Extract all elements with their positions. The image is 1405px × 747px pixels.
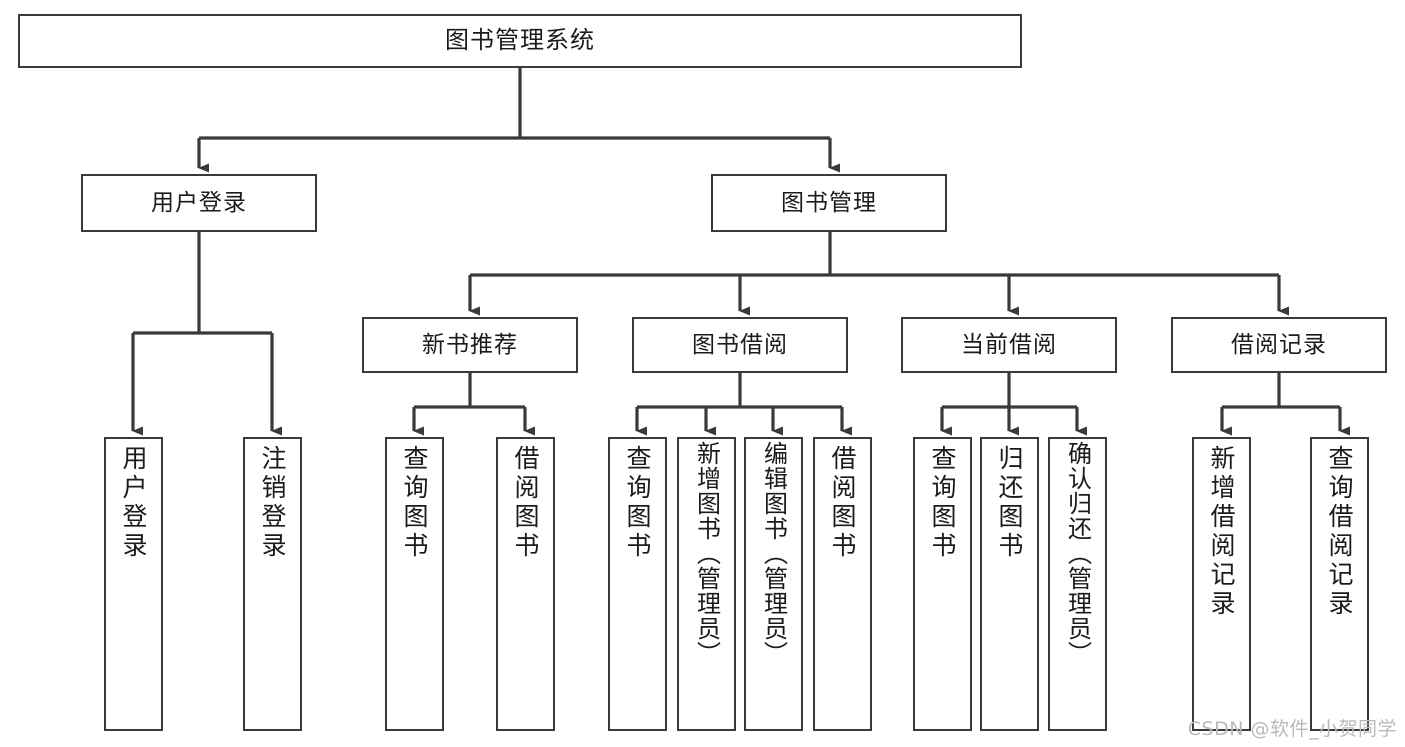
node-book-borrowing[interactable]: 图书借阅: [632, 317, 848, 373]
leaf-current-borrow-query-books[interactable]: 查询图书: [913, 437, 972, 731]
leaf-book-borrow-borrow-books[interactable]: 借阅图书: [813, 437, 872, 731]
node-root-book-management-system[interactable]: 图书管理系统: [18, 14, 1022, 68]
node-borrowing-record[interactable]: 借阅记录: [1171, 317, 1387, 373]
node-label: 当前借阅: [961, 331, 1057, 358]
leaf-user-login-login[interactable]: 用户登录: [104, 437, 163, 731]
node-label: 查询图书: [623, 445, 652, 561]
leaf-book-borrow-query-books[interactable]: 查询图书: [608, 437, 667, 731]
node-user-login[interactable]: 用户登录: [81, 174, 317, 232]
node-new-book-recommendation[interactable]: 新书推荐: [362, 317, 578, 373]
node-label: 用户登录: [119, 445, 148, 561]
leaf-current-borrow-confirm-return-admin[interactable]: 确认归还（管理员）: [1048, 437, 1107, 731]
node-label: 图书管理: [781, 189, 877, 216]
node-label: 确认归还（管理员）: [1063, 441, 1092, 666]
leaf-book-borrow-add-book-admin[interactable]: 新增图书（管理员）: [677, 437, 736, 731]
node-label: 新书推荐: [422, 331, 518, 358]
node-label: 借阅图书: [511, 445, 540, 561]
node-label: 查询图书: [400, 445, 429, 561]
node-label: 查询借阅记录: [1325, 445, 1354, 619]
leaf-new-book-borrow-books[interactable]: 借阅图书: [496, 437, 555, 731]
node-book-management[interactable]: 图书管理: [711, 174, 947, 232]
leaf-book-borrow-edit-book-admin[interactable]: 编辑图书（管理员）: [744, 437, 803, 731]
node-label: 新增借阅记录: [1207, 445, 1236, 619]
leaf-user-login-logout[interactable]: 注销登录: [243, 437, 302, 731]
node-label: 查询图书: [928, 445, 957, 561]
node-label: 借阅记录: [1231, 331, 1327, 358]
leaf-borrow-record-query-record[interactable]: 查询借阅记录: [1310, 437, 1369, 731]
node-label: 新增图书（管理员）: [692, 441, 721, 666]
node-label: 图书管理系统: [445, 26, 595, 55]
node-current-borrowing[interactable]: 当前借阅: [901, 317, 1117, 373]
node-label: 编辑图书（管理员）: [759, 441, 788, 666]
node-label: 用户登录: [151, 189, 247, 216]
csdn-watermark: CSDN @软件_小贺同学: [1187, 718, 1397, 740]
node-label: 归还图书: [995, 445, 1024, 561]
leaf-borrow-record-add-record[interactable]: 新增借阅记录: [1192, 437, 1251, 731]
node-label: 图书借阅: [692, 331, 788, 358]
leaf-new-book-query-books[interactable]: 查询图书: [385, 437, 444, 731]
node-label: 注销登录: [258, 445, 287, 561]
node-label: 借阅图书: [828, 445, 857, 561]
leaf-current-borrow-return-books[interactable]: 归还图书: [980, 437, 1039, 731]
